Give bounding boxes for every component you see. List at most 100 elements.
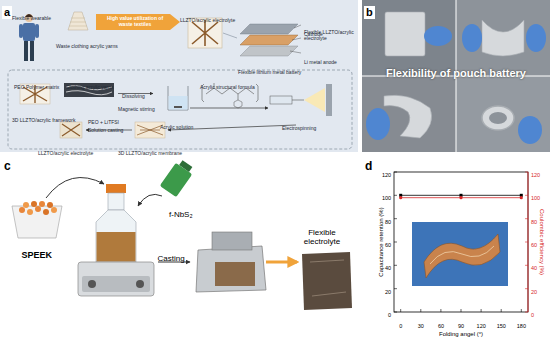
text-slot: 3D LLZTO/acrylic membrane xyxy=(118,141,182,159)
panel-b-photo-ellipse xyxy=(489,112,507,124)
annotation: Solution casting xyxy=(88,128,123,134)
panel-a-art-line xyxy=(190,108,268,109)
tick-label: 20 xyxy=(531,289,537,295)
panel-c-art-path xyxy=(310,260,346,296)
tick-label: 60 xyxy=(531,242,537,248)
panel-a-art-rect xyxy=(23,23,35,41)
text-slot: Flexibility of pouch battery xyxy=(386,63,526,81)
tick-label: 120 xyxy=(477,323,486,329)
text-slot: d xyxy=(365,156,372,174)
text-slot: 3D LLZTO/acrylic framework xyxy=(12,108,76,126)
panel-b-photo xyxy=(362,0,550,152)
annotation: Dissolving xyxy=(122,94,145,100)
text-slot: Clothing acrylic yarns xyxy=(66,75,114,93)
tick-label: 40 xyxy=(531,265,537,271)
photo-panel: bFlexibility of pouch battery xyxy=(362,0,550,152)
panel-c-art-path xyxy=(12,206,62,238)
panel-c-art-path xyxy=(138,194,162,206)
panel-c-art-rect xyxy=(97,232,136,262)
annotation: Waste clothing acrylic yarns xyxy=(56,44,118,50)
text-slot: 120 xyxy=(477,314,486,332)
panel-a-art-polygon xyxy=(68,12,88,30)
panel-b-photo-path xyxy=(384,95,432,138)
tick-label: 60 xyxy=(438,323,444,329)
text-slot: 40 xyxy=(531,256,537,274)
panel-letter: a xyxy=(2,6,12,19)
panel-c-art-circle xyxy=(88,280,96,288)
panel-c-art-polygon xyxy=(196,246,266,292)
text-slot: 30 xyxy=(418,314,424,332)
panel-c-art-rect xyxy=(82,276,150,292)
panel-a-art-line xyxy=(292,100,304,101)
panel-a-art-rect xyxy=(64,83,114,97)
annotation: Flexible lithium metal battery xyxy=(238,70,301,76)
text-slot: 100 xyxy=(382,186,391,204)
panel-letter: c xyxy=(4,160,11,174)
panel-c-art-circle xyxy=(39,201,45,207)
text-slot: PEO Polymer matrix xyxy=(14,75,59,93)
text-slot: SPEEK xyxy=(22,244,53,262)
panel-d-chart-path xyxy=(525,172,528,312)
panel-a-art-polygon xyxy=(240,46,298,56)
tick-label: 80 xyxy=(385,219,391,225)
material-label: f-NbS₂ xyxy=(169,210,193,219)
text-slot: 90 xyxy=(458,314,464,332)
panel-a-art-rect xyxy=(8,70,352,149)
text-slot: Casting xyxy=(158,247,185,265)
tick-label: 0 xyxy=(388,312,391,318)
text-slot: Folding angel (°) xyxy=(439,322,483,338)
text-slot: 60 xyxy=(385,233,391,251)
text-slot: Flexible lithium metal battery xyxy=(238,60,301,78)
text-slot: Waste clothing acrylic yarns xyxy=(56,34,118,52)
tick-label: 30 xyxy=(418,323,424,329)
panel-a-art-rect xyxy=(169,96,188,110)
tick-label: 180 xyxy=(517,323,526,329)
panel-c-art-circle xyxy=(136,280,144,288)
panel-d-chart-path xyxy=(401,309,522,312)
text-slot: Acrylic solution xyxy=(160,115,193,133)
material-label: SPEEK xyxy=(22,250,53,260)
panel-c-art-circle xyxy=(19,207,25,213)
text-slot: 0 xyxy=(531,303,534,321)
tick-label: 80 xyxy=(531,219,537,225)
annotation: Flexible wearable xyxy=(12,16,51,22)
panel-a-art-polygon xyxy=(304,88,325,112)
panel-c-art-circle xyxy=(51,207,57,213)
panel-d-chart-circle xyxy=(399,196,402,199)
panel-b-photo-ellipse xyxy=(526,24,546,52)
annotation: LLZTO/acrylic electrolyte xyxy=(38,151,93,157)
text-slot: 20 xyxy=(531,280,537,298)
photo-caption: Flexibility of pouch battery xyxy=(386,67,526,80)
arrow-fill xyxy=(96,14,180,30)
banner-text: High value utilization of waste textiles xyxy=(100,16,170,28)
panel-a-art-polygon xyxy=(234,100,242,108)
text-slot: Solution casting xyxy=(88,118,123,136)
step-label: Casting xyxy=(158,254,185,263)
panel-a-art-path xyxy=(192,20,218,46)
annotation: PEO + LiTFSI xyxy=(88,120,119,126)
panel-d-chart-polyline xyxy=(401,195,522,196)
panel-b-photo-rect xyxy=(362,0,456,76)
tick-label: 0 xyxy=(531,312,534,318)
panel-a-art-polygon xyxy=(240,24,298,34)
text-slot: b xyxy=(364,2,375,20)
panel-c-art-rect xyxy=(108,193,124,210)
text-slot: Magnetic stirring xyxy=(118,97,155,115)
panel-c-art-line xyxy=(266,261,297,264)
panel-c-art-circle xyxy=(47,202,53,208)
panel-a-art-rect xyxy=(24,41,28,61)
text-slot: Li metal anode xyxy=(304,50,337,68)
panel-c-art-circle xyxy=(23,202,29,208)
tick-label: 120 xyxy=(382,172,391,178)
annotation: 3D LLZTO/acrylic membrane xyxy=(118,151,182,157)
panel-c-art-path xyxy=(46,178,104,198)
text-slot: 20 xyxy=(385,280,391,298)
panel-d-chart-circle xyxy=(520,196,523,199)
product-label: Flexible electrolyte xyxy=(292,228,352,246)
tick-label: 90 xyxy=(458,323,464,329)
panel-b-photo-rect xyxy=(456,0,550,76)
text-slot: 100 xyxy=(531,186,540,204)
axis-title: Capacitance retention (%) xyxy=(377,207,384,276)
panel-a-art-polygon xyxy=(240,35,298,45)
text-slot: 120 xyxy=(531,163,540,181)
